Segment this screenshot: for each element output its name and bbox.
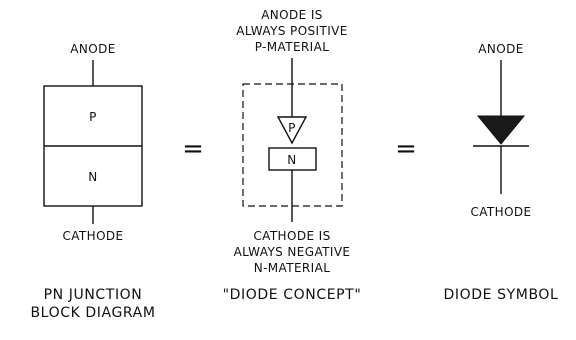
diode-triangle-icon (476, 115, 526, 145)
block-n-label: N (88, 170, 97, 184)
equals-sign-1: = (182, 134, 204, 164)
diode-symbol: ANODE CATHODE DIODE SYMBOL (444, 42, 559, 303)
cathode-note-line2: ALWAYS NEGATIVE (234, 245, 351, 259)
anode-note-line2: ALWAYS POSITIVE (236, 24, 348, 38)
symbol-anode-label: ANODE (478, 42, 523, 56)
pn-junction-block-diagram: ANODE P N CATHODE PN JUNCTION BLOCK DIAG… (30, 42, 155, 321)
concept-caption: "DIODE CONCEPT" (223, 287, 362, 303)
anode-note-line3: P-MATERIAL (255, 40, 330, 54)
symbol-cathode-label: CATHODE (470, 205, 531, 219)
concept-p-label: P (288, 121, 296, 135)
block-p-label: P (89, 110, 97, 124)
cathode-note-line1: CATHODE IS (253, 229, 330, 243)
diode-concept: ANODE IS ALWAYS POSITIVE P-MATERIAL P N … (223, 8, 362, 303)
equals-sign-2: = (395, 134, 417, 164)
symbol-caption: DIODE SYMBOL (444, 287, 559, 303)
anode-note-line1: ANODE IS (261, 8, 323, 22)
p-material-triangle (276, 116, 308, 145)
block-caption-line2: BLOCK DIAGRAM (30, 305, 155, 321)
block-caption-line1: PN JUNCTION (44, 287, 143, 303)
block-cathode-label: CATHODE (62, 229, 123, 243)
concept-n-label: N (287, 153, 296, 167)
cathode-note-line3: N-MATERIAL (254, 261, 331, 275)
block-anode-label: ANODE (70, 42, 115, 56)
